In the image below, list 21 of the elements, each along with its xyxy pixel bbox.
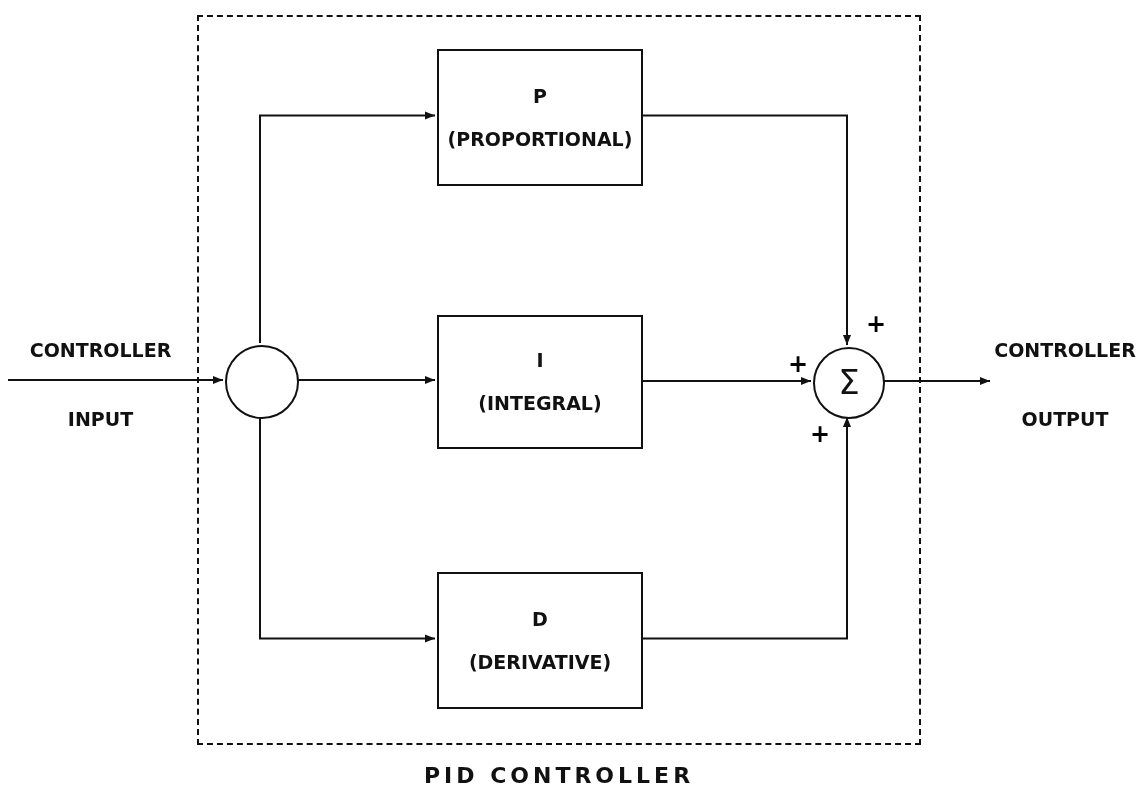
block-letter: D bbox=[532, 608, 548, 630]
plus-sign: + bbox=[866, 312, 887, 336]
signal-label: CONTROLLER bbox=[994, 340, 1136, 361]
process-box bbox=[437, 315, 643, 449]
arrow bbox=[7, 376, 224, 384]
plus-sign: + bbox=[788, 352, 809, 376]
plus-sign: + bbox=[810, 422, 831, 446]
group-label: PID CONTROLLER bbox=[423, 763, 695, 788]
signal-label: CONTROLLER bbox=[29, 340, 172, 361]
process-box bbox=[437, 572, 643, 709]
arrow bbox=[259, 111, 436, 344]
block-name: (DERIVATIVE) bbox=[468, 651, 612, 673]
process-box bbox=[437, 49, 643, 186]
signal-label: INPUT bbox=[67, 409, 134, 430]
block-letter: I bbox=[536, 350, 544, 371]
block-name: (INTEGRAL) bbox=[478, 393, 602, 414]
block-name: (PROPORTIONAL) bbox=[447, 128, 633, 150]
arrow bbox=[259, 416, 436, 643]
signal-label: OUTPUT bbox=[1021, 409, 1109, 430]
block-letter: P bbox=[533, 85, 547, 107]
sigma-symbol: Σ bbox=[838, 364, 860, 402]
